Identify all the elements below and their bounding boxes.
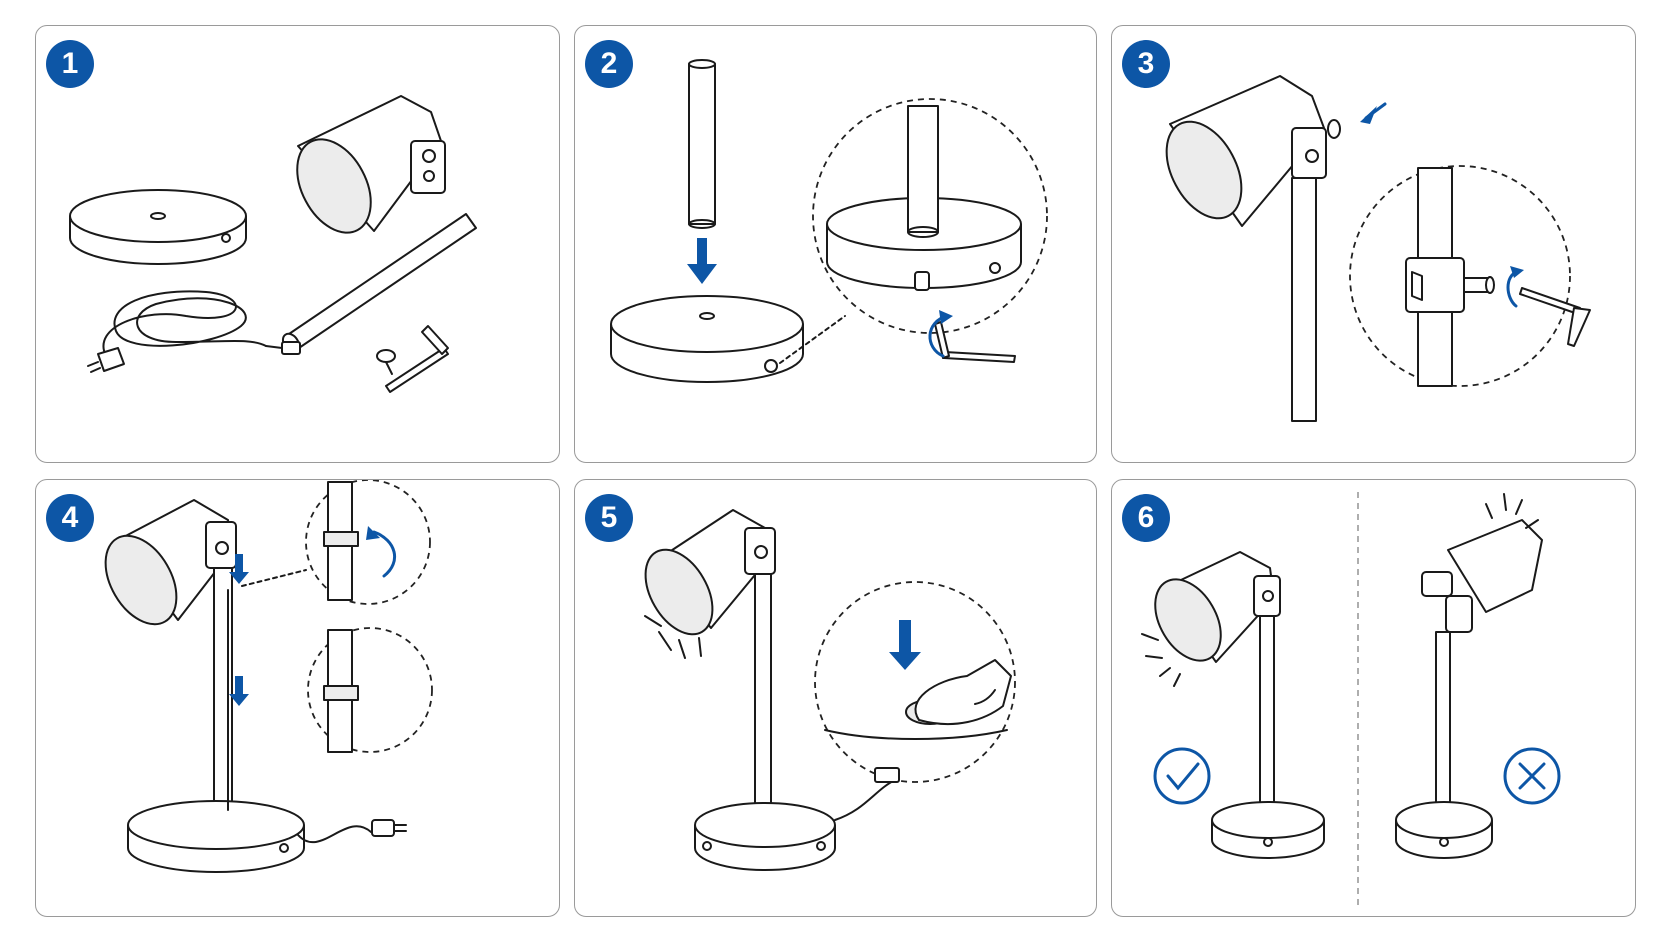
hex-key-icon: [385, 325, 449, 393]
plug-icon: [297, 819, 407, 843]
assembled-lamp-icon: [104, 499, 305, 873]
correct-lamp-icon: [1141, 551, 1325, 859]
finger-press-icon: [914, 659, 1012, 726]
step-panel-2: 2: [574, 25, 1097, 463]
step-number-badge: 2: [585, 40, 633, 88]
clamp-bolt-icon: [1463, 276, 1495, 294]
pole-tube-icon: [1291, 177, 1317, 422]
step-3-illustration: [1165, 75, 1591, 422]
step-number-badge: 3: [1122, 40, 1170, 88]
step-panel-1: 1: [35, 25, 560, 463]
step-2-illustration: [610, 59, 1048, 383]
down-arrow-icon: [687, 238, 717, 284]
down-arrow-icon: [889, 620, 921, 670]
cable-clip-zoom-icon: [305, 480, 431, 605]
incorrect-lamp-icon: [1395, 493, 1543, 859]
step-panel-5: 5: [574, 479, 1097, 917]
assembled-lamp-icon: [644, 509, 836, 871]
cross-icon: [1503, 747, 1561, 805]
step-panel-3: 3: [1111, 25, 1636, 463]
base-disc-icon: [69, 189, 247, 265]
lamp-shade-icon: [296, 95, 446, 234]
hex-key-icon: [934, 321, 1016, 363]
step-4-illustration: [104, 480, 433, 873]
rotate-arrow-icon: [1506, 266, 1524, 308]
light-rays-icon: [644, 615, 702, 659]
pole-tube-icon: [281, 213, 477, 354]
pole-tube-icon: [688, 59, 716, 229]
down-arrow-icon: [229, 554, 249, 706]
step-5-illustration: [644, 509, 1016, 871]
step-number-badge: 4: [46, 494, 94, 542]
power-cord-icon: [87, 290, 301, 373]
hex-key-icon: [1519, 287, 1591, 347]
step-number-badge: 1: [46, 40, 94, 88]
base-disc-icon: [610, 295, 804, 383]
insert-arrow-icon: [1360, 102, 1387, 124]
thumb-screw-icon: [376, 349, 396, 375]
lamp-shade-icon: [1165, 75, 1341, 227]
step-6-illustration: [1141, 492, 1561, 910]
rotate-arrow-icon: [928, 310, 953, 358]
cable-clip-zoom-icon: [307, 627, 433, 753]
zoom-circle-icon: [812, 98, 1048, 334]
step-panel-4: 4: [35, 479, 560, 917]
step-number-badge: 6: [1122, 494, 1170, 542]
zoom-circle-icon: [1349, 165, 1571, 387]
step-panel-6: 6: [1111, 479, 1636, 917]
step-number-badge: 5: [585, 494, 633, 542]
step-1-illustration: [69, 95, 477, 393]
check-icon: [1153, 747, 1211, 805]
